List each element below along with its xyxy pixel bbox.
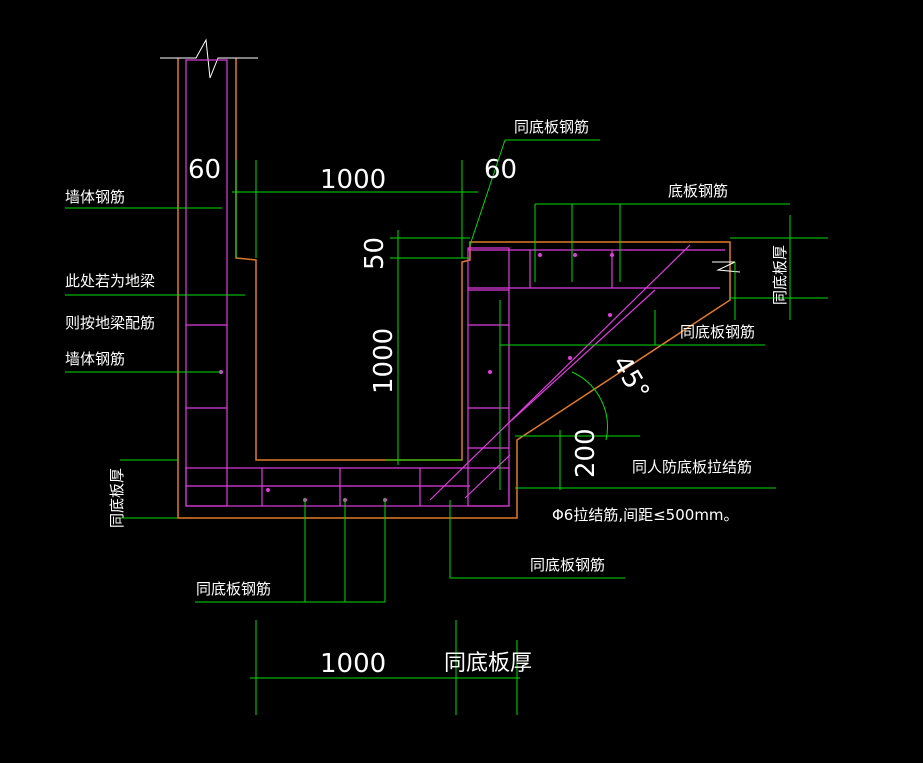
label-same-slab-rebar-bottom-right: 同底板钢筋 [530,556,605,574]
label-ground-beam-note-2: 则按地梁配筋 [65,314,155,332]
label-same-slab-rebar-top: 同底板钢筋 [514,118,589,136]
label-same-slab-thick-left: 同底板厚 [108,468,126,528]
label-civil-defense-tie: 同人防底板拉结筋 [632,458,752,476]
dim-haunch-200: 200 [571,428,601,478]
dim-step-50: 50 [360,237,390,270]
label-same-slab-thick-right: 同底板厚 [771,245,789,305]
label-wall-rebar-bottom: 墙体钢筋 [65,350,125,368]
label-wall-rebar-top: 墙体钢筋 [65,188,125,206]
leader-lines [65,139,828,715]
label-slab-rebar: 底板钢筋 [668,182,728,200]
concrete-outline [160,38,741,519]
dim-trench-width: 1000 [320,165,386,195]
label-tie-spec: Φ6拉结筋,间距≤500mm。 [552,506,739,524]
label-same-slab-thick-bottom: 同底板厚 [444,651,532,676]
dim-wall-left: 60 [188,155,221,185]
dim-wall-right: 60 [484,155,517,185]
annotation-labels: 墙体钢筋 此处若为地梁 则按地梁配筋 墙体钢筋 同底板厚 同底板钢筋 底板钢筋 … [65,118,789,676]
dim-depth-1000: 1000 [369,328,399,394]
label-ground-beam-note-1: 此处若为地梁 [65,272,155,290]
dim-bottom-1000: 1000 [320,649,386,679]
dimension-values: 60 1000 60 50 1000 200 45° 1000 [188,155,655,679]
dim-angle-45: 45° [606,351,655,406]
label-same-slab-rebar-bottom-left: 同底板钢筋 [196,580,271,598]
label-same-slab-rebar-mid: 同底板钢筋 [680,323,755,341]
rebar-cage [185,59,725,507]
